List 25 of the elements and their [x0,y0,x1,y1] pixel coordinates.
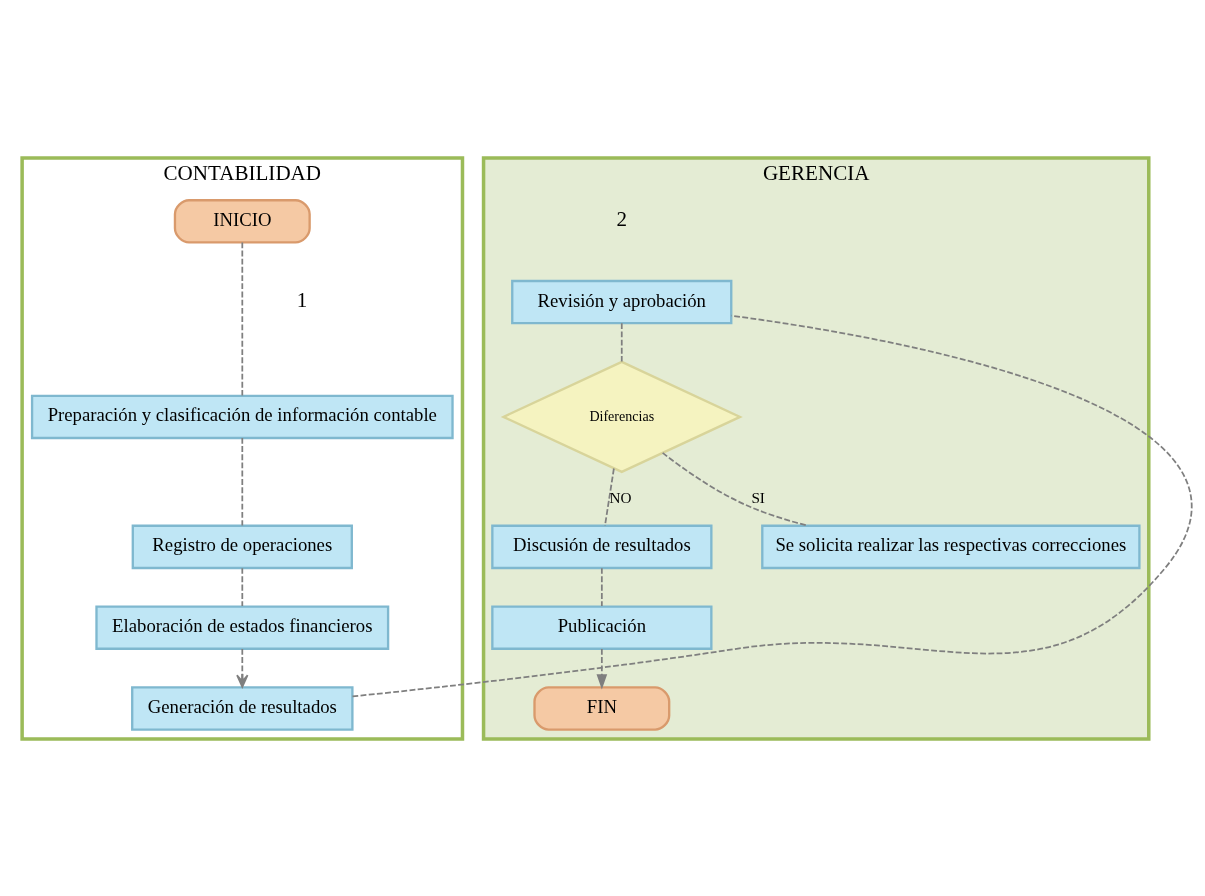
label: 2 [616,206,628,231]
connector [241,436,244,526]
connector [600,566,603,607]
node-box: Preparación y clasificación de información contable [30,394,454,439]
edge-label: NO [609,488,632,506]
connector [351,314,1192,697]
edge-label: SI [751,488,765,506]
node-box: Revisión y aprobación [511,279,733,324]
connector [620,322,623,362]
node-box: Elaboración de estados financieros [95,604,390,650]
label: 1 [296,287,308,312]
node-box: Discusión de resultados [491,524,713,569]
node-box: INICIO [173,198,311,244]
arrow [596,647,608,690]
node-box: Se solicita realizar las respectivas correcciones [761,524,1141,569]
node-box: Publicación [491,604,713,650]
connector [661,451,809,527]
node-diamond: Diferencias [500,360,743,473]
connector [241,241,244,396]
node-box: FIN [533,685,671,731]
connector [241,566,244,607]
node-box: Registro de operaciones [131,524,353,569]
node-box: Generación de resultados [131,685,354,731]
arrow [236,647,249,688]
connector [604,467,615,526]
